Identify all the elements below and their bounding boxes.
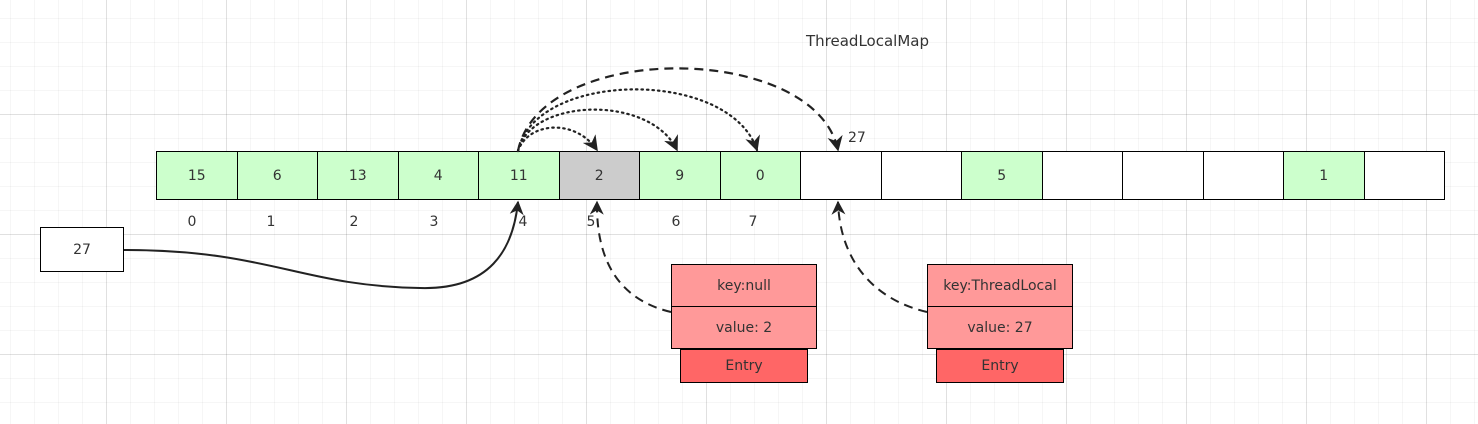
array-slot-5: 2 — [558, 151, 640, 200]
array-slot-9 — [880, 151, 962, 200]
probe-arc-dotted-to-slot-7 — [516, 88, 760, 153]
array-slot-13 — [1202, 151, 1284, 200]
entry-value-2-text: value: 2 — [715, 319, 773, 336]
probe-arc-dotted-to-slot-6 — [516, 108, 679, 153]
entry-key-null-text: key:null — [717, 277, 771, 294]
input-key-box: 27 — [40, 227, 124, 272]
array-index-6: 6 — [671, 214, 681, 230]
entry-key-null: key:null — [671, 264, 817, 307]
array-slot-11 — [1041, 151, 1123, 200]
entry-value-27-text: value: 27 — [967, 319, 1033, 336]
entry-value-27: value: 27 — [927, 306, 1073, 349]
array-index-2: 2 — [349, 214, 359, 230]
array-index-0: 0 — [187, 214, 197, 230]
entry-threadlocal-reference-arrow — [831, 200, 928, 313]
array-slot-2: 13 — [317, 151, 399, 200]
array-index-3: 3 — [429, 214, 439, 230]
input-key-text: 27 — [73, 241, 91, 258]
array-index-5: 5 — [586, 214, 596, 230]
entry-label-2: Entry — [936, 349, 1064, 383]
array-slot-6: 9 — [639, 151, 721, 200]
probe-arc-dotted-to-slot-5 — [516, 126, 599, 153]
array-slot-7: 0 — [719, 151, 801, 200]
array-slot-15 — [1363, 151, 1445, 200]
array-index-4: 4 — [518, 214, 528, 230]
entry-value-2: value: 2 — [671, 306, 817, 349]
entry-label-1-text: Entry — [725, 358, 763, 374]
thread-local-map-title: ThreadLocalMap — [806, 32, 929, 50]
array-slot-8 — [800, 151, 882, 200]
probe-arc-dashed-to-slot-8 — [516, 67, 843, 152]
key-hash-arrow — [123, 200, 524, 290]
entry-null-reference-arrow — [589, 200, 672, 313]
entry-key-threadlocal-text: key:ThreadLocal — [943, 277, 1057, 294]
array-slot-10: 5 — [961, 151, 1043, 200]
array-index-7: 7 — [748, 214, 758, 230]
array-slot-14: 1 — [1283, 151, 1365, 200]
entry-label-1: Entry — [680, 349, 808, 383]
entry-key-threadlocal: key:ThreadLocal — [927, 264, 1073, 307]
target-slot-label: 27 — [848, 130, 866, 146]
array-index-1: 1 — [266, 214, 276, 230]
entry-label-2-text: Entry — [981, 358, 1019, 374]
